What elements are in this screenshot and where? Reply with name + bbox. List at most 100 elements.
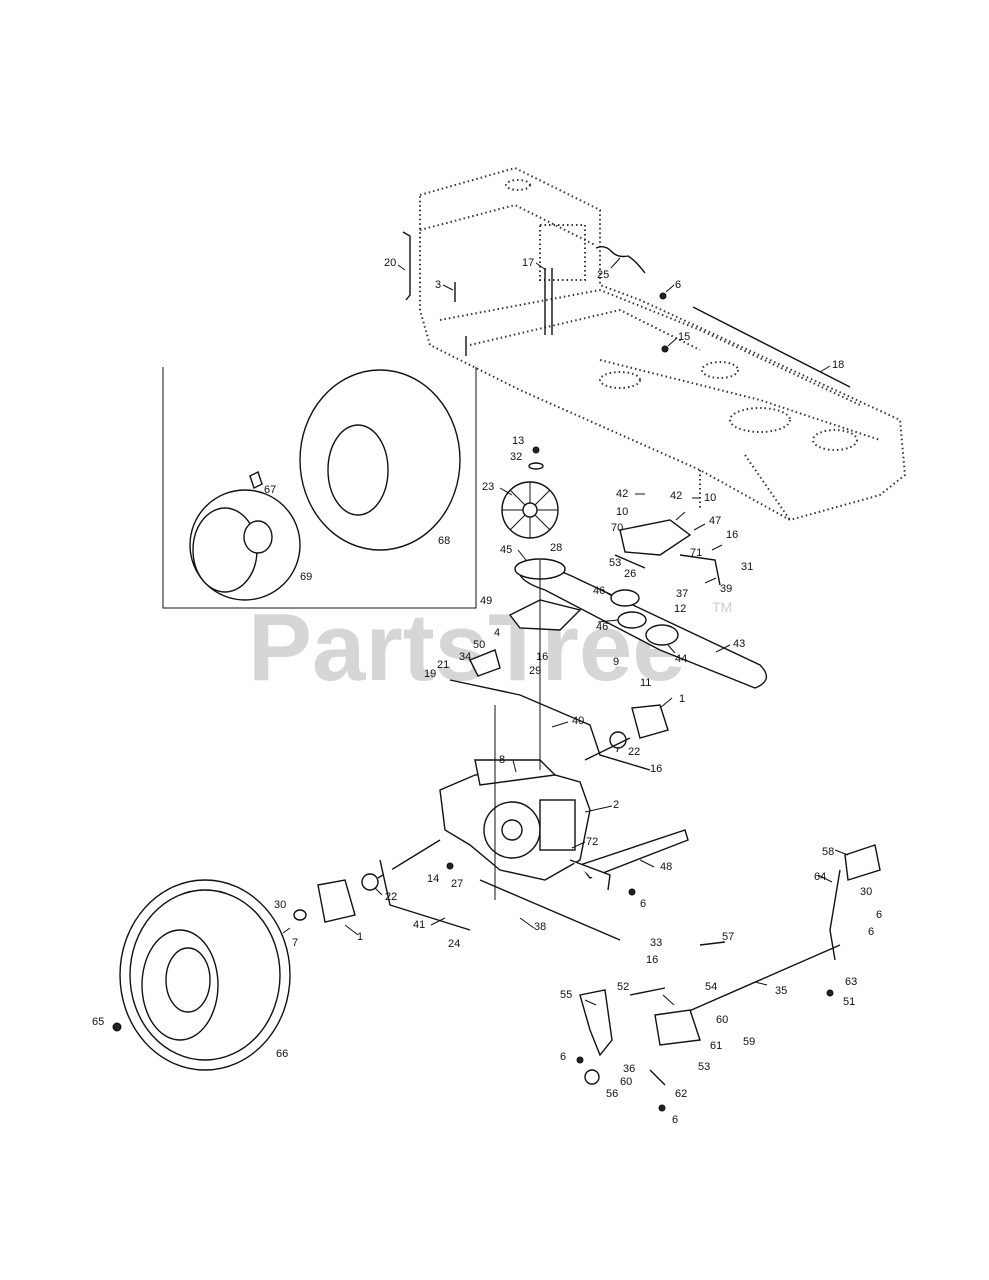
callout-66: 66 xyxy=(276,1048,288,1060)
fan xyxy=(501,481,559,539)
tire-inset xyxy=(162,367,477,609)
callout-18: 18 xyxy=(832,359,844,371)
part-6-nut-top xyxy=(659,292,667,300)
callout-42-b: 42 xyxy=(670,490,682,502)
callout-51: 51 xyxy=(843,996,855,1008)
callout-3: 3 xyxy=(435,279,441,291)
callout-71: 71 xyxy=(690,547,702,559)
part-18-cable xyxy=(692,306,851,388)
part-48-bracket xyxy=(578,829,689,879)
callout-42-a: 42 xyxy=(616,488,628,500)
callout-48: 48 xyxy=(660,861,672,873)
callout-46-b: 46 xyxy=(596,621,608,633)
inset-valve xyxy=(249,471,263,489)
callout-41: 41 xyxy=(413,919,425,931)
callout-53-b: 53 xyxy=(698,1061,710,1073)
leader-lines xyxy=(282,257,849,1006)
part-72-rod xyxy=(569,859,611,891)
callout-1-a: 1 xyxy=(679,693,685,705)
part-13-nut xyxy=(532,446,540,454)
callout-52: 52 xyxy=(617,981,629,993)
part-58-pedal xyxy=(844,844,881,881)
pedal-bracket xyxy=(654,1009,701,1046)
part-1-hub-right xyxy=(631,704,669,739)
part-6-nut-bottom xyxy=(658,1104,666,1112)
transaxle xyxy=(439,560,591,900)
part-40-rod xyxy=(449,679,651,771)
part-51-nut xyxy=(826,989,834,997)
callout-47: 47 xyxy=(709,515,721,527)
part-35-shaft xyxy=(679,944,841,1016)
part-32-washer xyxy=(528,462,544,470)
callout-37: 37 xyxy=(676,588,688,600)
callout-60-a: 60 xyxy=(716,1014,728,1026)
callout-27: 27 xyxy=(451,878,463,890)
callout-10-a: 10 xyxy=(616,506,628,518)
callout-6-f: 6 xyxy=(672,1114,678,1126)
callout-67: 67 xyxy=(264,484,276,496)
callout-30-a: 30 xyxy=(274,899,286,911)
callout-6-c: 6 xyxy=(876,909,882,921)
callout-14: 14 xyxy=(427,873,439,885)
callout-19: 19 xyxy=(424,668,436,680)
callout-70: 70 xyxy=(611,522,623,534)
callout-38: 38 xyxy=(534,921,546,933)
callout-12: 12 xyxy=(674,603,686,615)
part-56-bushing xyxy=(584,1069,600,1085)
part-30-washer xyxy=(293,909,307,921)
callout-17: 17 xyxy=(522,257,534,269)
callout-6: 6 xyxy=(675,279,681,291)
part-38-rod xyxy=(479,879,621,941)
part-14-nut xyxy=(446,862,454,870)
frame xyxy=(419,166,907,522)
callout-21: 21 xyxy=(437,659,449,671)
part-57-spring xyxy=(699,941,726,946)
callout-57: 57 xyxy=(722,931,734,943)
callout-8: 8 xyxy=(499,754,505,766)
part-41-rod xyxy=(379,859,471,931)
callout-15: 15 xyxy=(678,331,690,343)
rear-wheel xyxy=(119,879,291,1071)
callout-25: 25 xyxy=(597,269,609,281)
callout-69: 69 xyxy=(300,571,312,583)
callout-31: 31 xyxy=(741,561,753,573)
callout-1-b: 1 xyxy=(357,931,363,943)
callout-45: 45 xyxy=(500,544,512,556)
callout-58: 58 xyxy=(822,846,834,858)
callout-40: 40 xyxy=(572,715,584,727)
callout-9: 9 xyxy=(613,656,619,668)
callout-55: 55 xyxy=(560,989,572,1001)
callout-7: 7 xyxy=(292,937,298,949)
part-6-nut-pedal xyxy=(576,1056,584,1064)
part-6-nut-mid xyxy=(628,888,636,896)
callout-59: 59 xyxy=(743,1036,755,1048)
part-65-nut xyxy=(112,1022,122,1032)
part-22-bushing-right xyxy=(609,731,627,749)
callout-43: 43 xyxy=(733,638,745,650)
callout-labels: 20 17 25 3 6 15 18 13 32 23 28 42 42 10 … xyxy=(92,257,882,1126)
part-34-bracket xyxy=(469,649,501,677)
callout-26: 26 xyxy=(624,568,636,580)
part-64-arm xyxy=(829,869,841,961)
callout-33: 33 xyxy=(650,937,662,949)
part-15-nut xyxy=(661,345,669,353)
part-62-link xyxy=(649,1069,666,1086)
callout-72: 72 xyxy=(586,836,598,848)
part-26-spring xyxy=(614,554,646,569)
callout-46-a: 46 xyxy=(593,585,605,597)
callout-64: 64 xyxy=(814,871,826,883)
callout-6-d: 6 xyxy=(868,926,874,938)
callout-35: 35 xyxy=(775,985,787,997)
part-39-rod xyxy=(679,554,721,586)
callout-2: 2 xyxy=(613,799,619,811)
callout-11: 11 xyxy=(640,677,651,689)
callout-36: 36 xyxy=(623,1063,635,1075)
callout-20: 20 xyxy=(384,257,396,269)
callout-44: 44 xyxy=(675,653,687,665)
callout-32: 32 xyxy=(510,451,522,463)
part-25-spring xyxy=(595,245,646,274)
part-46-idler-a xyxy=(610,589,640,607)
callout-56: 56 xyxy=(606,1088,618,1100)
part-52-rod xyxy=(629,987,666,996)
